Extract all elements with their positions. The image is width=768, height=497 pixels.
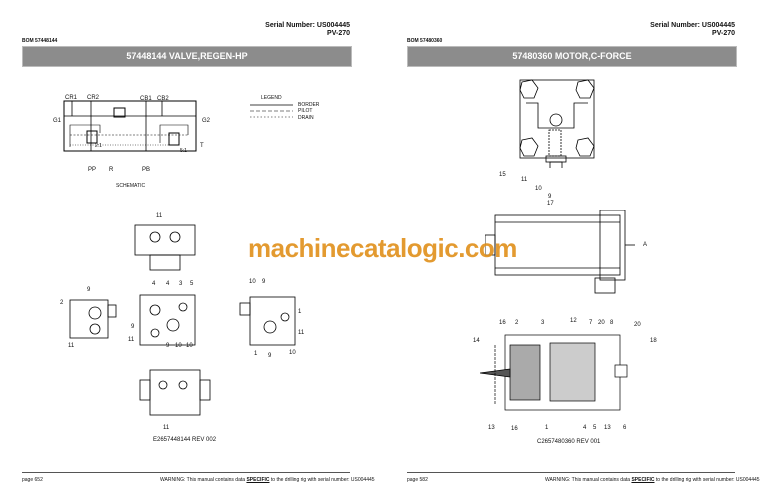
callout: 4: [152, 281, 156, 287]
callout: 6: [623, 425, 627, 431]
legend-title: LEGEND: [261, 95, 282, 101]
callout: 3: [179, 281, 183, 287]
warning-emphasis: SPECIFIC: [631, 477, 655, 483]
callout: 10: [249, 279, 256, 285]
callout: 2: [515, 320, 519, 326]
warning-text: WARNING: This manual contains data: [545, 477, 632, 483]
port-label: G1: [53, 118, 62, 124]
callout: 9: [131, 324, 135, 330]
callout: 7: [589, 320, 593, 326]
schematic-caption: SCHEMATIC: [116, 183, 146, 189]
port-label: CR1: [65, 95, 78, 101]
port-label: PP: [88, 167, 97, 173]
callout: 18: [650, 338, 657, 344]
callout: 2: [60, 300, 64, 306]
callout: 5: [593, 425, 597, 431]
callout: 11: [156, 213, 163, 219]
legend-item: DRAIN: [298, 115, 314, 121]
motor-section-view: [480, 334, 628, 411]
callout: 16: [499, 320, 506, 326]
callout: 1: [298, 309, 302, 315]
callout: 10: [175, 343, 182, 349]
port-label: CB1: [140, 96, 152, 102]
port-label: PB: [142, 167, 151, 173]
motor-end-view: [519, 79, 595, 168]
callout: 9: [166, 343, 170, 349]
schematic-diagram: [63, 100, 197, 152]
callout: 11: [163, 425, 170, 431]
serial-number: Serial Number: US004445: [650, 22, 735, 29]
port-label: T: [200, 143, 204, 149]
page-number: page 582: [407, 477, 428, 483]
valve-views: [69, 224, 296, 416]
callout: 10: [289, 350, 296, 356]
view-arrow-label: A: [643, 242, 648, 248]
callout: 3: [541, 320, 545, 326]
ratio-label: 2:1: [95, 143, 102, 149]
callout: 17: [547, 201, 554, 207]
callout: 9: [87, 287, 91, 293]
callout: 20: [634, 322, 641, 328]
callout: 11: [128, 337, 135, 343]
footer-divider: [22, 472, 350, 473]
callout: 5: [190, 281, 194, 287]
callout: 9: [548, 194, 552, 200]
port-label: G2: [202, 118, 211, 124]
serial-number: Serial Number: US004445: [265, 22, 350, 29]
page-title: 57448144 VALVE,REGEN-HP: [22, 46, 352, 67]
warning-text: to the drilling rig with serial number: …: [269, 477, 375, 483]
warning-emphasis: SPECIFIC: [246, 477, 270, 483]
warning-text: to the drilling rig with serial number: …: [654, 477, 760, 483]
callout: 4: [166, 281, 170, 287]
callout: 9: [268, 353, 272, 359]
callout: 11: [521, 177, 528, 183]
callout: 8: [610, 320, 614, 326]
page-number: page 652: [22, 477, 43, 483]
watermark: machinecatalogic.com: [248, 233, 517, 263]
callout: 13: [604, 425, 611, 431]
callout: 4: [583, 425, 587, 431]
ratio-label: 5:1: [180, 148, 187, 154]
callout: 15: [499, 172, 506, 178]
callout: 9: [262, 279, 266, 285]
port-label: R: [109, 167, 114, 173]
callout: 1: [254, 351, 258, 357]
callout: 10: [186, 343, 193, 349]
callout: 11: [68, 343, 75, 349]
callout: 16: [511, 426, 518, 432]
callout: 10: [535, 186, 542, 192]
callout: 20: [598, 320, 605, 326]
footer-warning: WARNING: This manual contains data SPECI…: [160, 477, 375, 483]
callout: 12: [570, 318, 577, 324]
port-label: CB2: [157, 96, 169, 102]
legend-item: PILOT: [298, 108, 313, 114]
page-title: 57480360 MOTOR,C-FORCE: [407, 46, 737, 67]
bom-number: BOM 57480360: [407, 38, 443, 44]
bom-number: BOM 57448144: [22, 38, 58, 44]
model: PV-270: [712, 30, 735, 37]
legend-item: BORDER: [298, 102, 320, 108]
callout: 14: [473, 338, 480, 344]
motor-side-view: [485, 210, 635, 294]
callout: 1: [545, 425, 549, 431]
callout: 11: [298, 330, 305, 336]
footer-divider: [407, 472, 735, 473]
legend-lines: [250, 104, 293, 118]
port-label: CR2: [87, 95, 100, 101]
callout: 13: [488, 425, 495, 431]
drawing-number: E2657448144 REV 002: [153, 437, 217, 443]
warning-text: WARNING: This manual contains data: [160, 477, 247, 483]
footer-warning: WARNING: This manual contains data SPECI…: [545, 477, 760, 483]
model: PV-270: [327, 30, 350, 37]
drawing-number: C2657480360 REV 001: [537, 439, 601, 445]
